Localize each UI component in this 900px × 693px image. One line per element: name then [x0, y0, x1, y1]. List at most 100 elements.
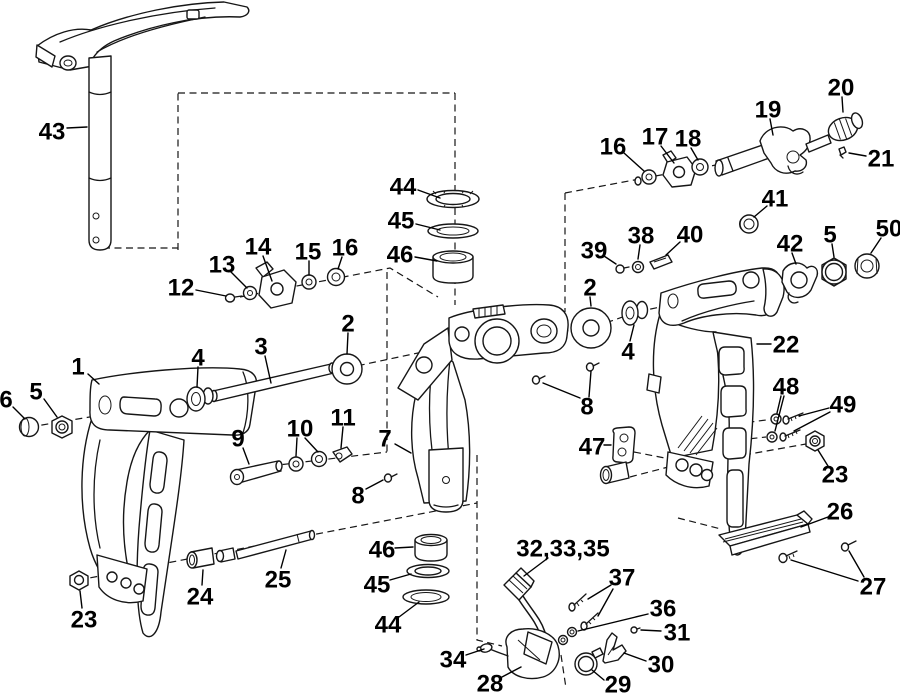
leader-line-25 [280, 549, 287, 569]
callout-1: 1 [71, 353, 84, 380]
leader-line-24 [201, 569, 204, 586]
callout-22: 22 [773, 331, 800, 358]
leader-line-48 [774, 395, 785, 432]
leader-line-49 [793, 411, 831, 432]
callout-48: 48 [773, 373, 800, 400]
leader-line-12 [195, 289, 227, 297]
tilt-tube-right-group [570, 300, 649, 349]
leader-line-31 [640, 629, 662, 632]
callout-13: 13 [209, 251, 236, 278]
anode-group [718, 510, 857, 564]
thrust-bearing-top [426, 189, 480, 284]
leader-line-44 [417, 189, 441, 199]
reverse-lock-pin-group [229, 446, 353, 486]
leader-line-50 [870, 237, 882, 254]
leader-line-20 [841, 96, 844, 113]
callout-44: 44 [390, 173, 417, 200]
leader-line-5 [831, 243, 835, 258]
leader-line-5 [43, 398, 58, 418]
leader-line-49 [798, 407, 830, 417]
callout-4: 4 [621, 338, 635, 365]
leader-line-8 [588, 370, 592, 398]
leader-line-32,33,35 [523, 557, 549, 577]
callout-2: 2 [583, 274, 596, 301]
callout-30: 30 [648, 651, 675, 678]
leader-line-44 [398, 601, 420, 618]
callout-46: 46 [369, 536, 396, 563]
leader-line-37 [597, 588, 614, 617]
callout-16: 16 [600, 133, 627, 160]
leader-line-8 [542, 382, 581, 399]
callout-42: 42 [777, 230, 804, 257]
callout-36: 36 [650, 595, 677, 622]
callout-21: 21 [868, 145, 895, 172]
leader-line-23 [79, 590, 83, 609]
callout-29: 29 [605, 671, 632, 693]
clamp-hardware-right [599, 412, 825, 485]
leader-line-41 [753, 205, 768, 218]
callout-49: 49 [830, 391, 857, 418]
callout-28: 28 [477, 670, 504, 693]
leader-line-8 [365, 479, 384, 490]
swivel-bracket [397, 303, 569, 513]
callout-12: 12 [168, 274, 195, 301]
leader-line-7 [394, 443, 412, 454]
grease-fitting-screws [383, 362, 600, 483]
callout-31: 31 [664, 619, 691, 646]
leader-line-3 [264, 355, 272, 384]
leader-line-6 [12, 406, 26, 420]
callout-16: 16 [332, 234, 359, 261]
leader-line-30 [623, 652, 647, 662]
leader-line-39 [603, 255, 617, 265]
callout-45: 45 [388, 207, 415, 234]
leader-line-13 [230, 271, 248, 289]
steering-arm [35, 1, 250, 251]
callout-23: 23 [71, 606, 98, 633]
leader-line-42 [791, 252, 797, 265]
leader-line-45 [389, 573, 412, 581]
stern-bracket-right [646, 267, 785, 556]
callout-2: 2 [341, 310, 354, 337]
leader-line-40 [665, 241, 681, 256]
leader-line-26 [800, 516, 829, 528]
callout-8: 8 [580, 393, 593, 420]
leader-line-45 [415, 223, 441, 231]
leader-line-2 [589, 296, 592, 307]
leader-line-21 [848, 152, 867, 157]
leader-line-11 [340, 426, 344, 449]
leader-line-10 [295, 437, 298, 457]
leader-line-1 [87, 373, 100, 385]
leader-line-16 [623, 152, 645, 172]
leader-line-9 [242, 447, 250, 465]
callout-27: 27 [860, 573, 887, 600]
leader-line-19 [769, 118, 774, 136]
callout-3: 3 [254, 333, 267, 360]
callout-41: 41 [762, 185, 789, 212]
callout-8: 8 [351, 482, 364, 509]
callout-38: 38 [628, 222, 655, 249]
callout-46: 46 [387, 241, 414, 268]
leader-line-48 [776, 395, 782, 414]
callout-15: 15 [295, 238, 322, 265]
leader-line-29 [591, 669, 605, 681]
right-fastener-group [615, 214, 880, 304]
leader-line-46 [394, 546, 414, 549]
callout-11: 11 [330, 404, 355, 431]
leader-line-36 [577, 613, 649, 632]
leader-line-4 [196, 366, 199, 388]
callout-50: 50 [876, 215, 900, 242]
callout-39: 39 [581, 237, 608, 264]
leader-line-2 [346, 332, 349, 355]
leader-line-28 [501, 666, 522, 678]
leader-line-18 [690, 147, 699, 161]
leader-line-43 [66, 126, 88, 129]
leader-line-34 [465, 648, 485, 656]
leader-line-27 [848, 550, 865, 578]
leader-line-46 [414, 256, 438, 262]
callout-20: 20 [828, 74, 855, 101]
callout-5: 5 [823, 221, 836, 248]
tilt-lever-group [634, 112, 864, 188]
callout-14: 14 [245, 233, 272, 260]
tilt-tube-left-group [18, 353, 363, 439]
